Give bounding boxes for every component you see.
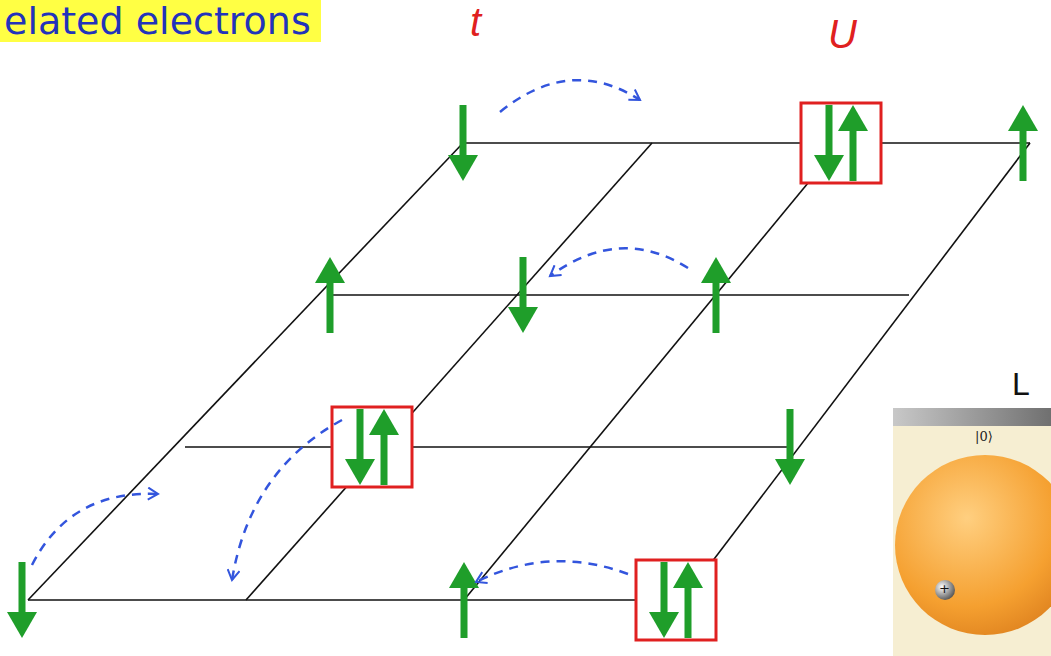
hopping-arrow bbox=[32, 494, 158, 565]
spin-down-arrow bbox=[814, 105, 844, 181]
spin-down-arrow bbox=[649, 562, 679, 638]
spin-up-arrow bbox=[701, 257, 731, 333]
inset-picture bbox=[893, 408, 1051, 656]
inset-bar bbox=[893, 408, 1051, 426]
hopping-arrow bbox=[476, 561, 628, 582]
lattice-line bbox=[464, 143, 841, 600]
double-occupancy-box bbox=[801, 103, 881, 183]
lattice-line bbox=[185, 446, 790, 448]
ion-ball bbox=[935, 580, 955, 600]
spin-down-arrow bbox=[345, 409, 375, 485]
lattice-line bbox=[246, 143, 652, 600]
hopping-symbol: t bbox=[470, 2, 481, 42]
interaction-symbol: U bbox=[828, 14, 857, 54]
hopping-arrow bbox=[232, 420, 342, 580]
spin-down-arrow bbox=[775, 409, 805, 485]
spin-up-arrow bbox=[315, 257, 345, 333]
orbital-sphere bbox=[895, 455, 1051, 635]
lattice-line bbox=[28, 143, 1030, 600]
cut-heading: L bbox=[1012, 368, 1030, 400]
lattice-line bbox=[330, 294, 909, 296]
lattice-line bbox=[28, 143, 463, 600]
spin-up-arrow bbox=[1008, 105, 1038, 181]
slide-title: elated electrons bbox=[4, 2, 311, 40]
double-occupancy-box bbox=[332, 407, 412, 487]
double-occupancy-box bbox=[636, 560, 716, 640]
lattice-line bbox=[28, 599, 683, 601]
spin-up-arrow bbox=[369, 409, 399, 485]
charge-sign: + bbox=[939, 582, 950, 595]
spin-down-arrow bbox=[448, 105, 478, 181]
spin-up-arrow bbox=[673, 562, 703, 638]
title-box: elated electrons bbox=[0, 0, 321, 42]
spin-down-arrow bbox=[7, 562, 37, 638]
spin-up-arrow bbox=[838, 105, 868, 181]
lattice-line bbox=[463, 142, 1030, 144]
spin-up-arrow bbox=[449, 562, 479, 638]
state-label: |0⟩ bbox=[975, 430, 993, 443]
hopping-arrow bbox=[550, 248, 688, 276]
hopping-arrow bbox=[500, 80, 640, 112]
spin-down-arrow bbox=[508, 257, 538, 333]
